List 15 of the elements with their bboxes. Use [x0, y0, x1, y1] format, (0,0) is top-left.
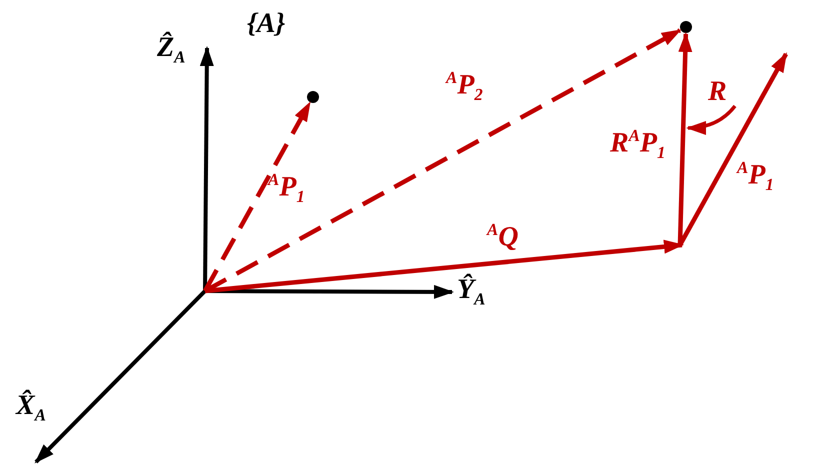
vector-label: $^{A}$P$_{1}$ — [737, 160, 774, 194]
vector-label: R$^{A}$P$_{1}$ — [610, 128, 666, 162]
vector-arrow — [203, 101, 312, 292]
frame-label: {A} — [247, 10, 286, 38]
axis-label: Ẑ$_{A}$ — [157, 34, 186, 66]
vector-label: $^{A}$Q — [487, 222, 518, 252]
rotation-label: R — [708, 78, 727, 106]
vector-arrow — [204, 28, 682, 293]
vector-label: $^{A}$P$_{2}$ — [446, 70, 483, 104]
vector-arrow — [678, 32, 692, 246]
point-dot — [307, 91, 319, 103]
axis-label: X̂$_{A}$ — [16, 392, 46, 424]
point-dot — [680, 21, 692, 33]
vector-label: $^{A}$P$_{1}$ — [268, 172, 305, 206]
axis-label: Ŷ$_{A}$ — [457, 276, 486, 308]
